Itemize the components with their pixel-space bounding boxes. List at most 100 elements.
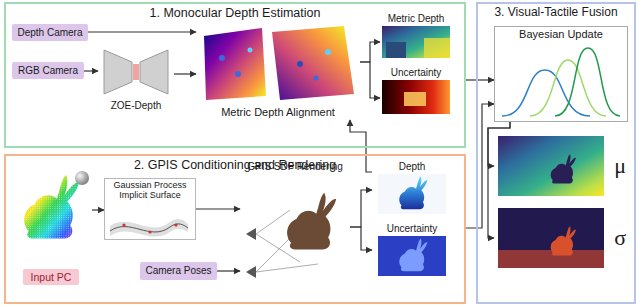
flow-arrow [466,79,494,80]
bunny-cloud [24,175,79,239]
tactile-sensor [75,171,89,185]
flow-arrow [360,42,380,62]
node-label: Depth Camera [17,27,82,39]
result-image: μ [494,134,632,198]
point-marker [314,76,319,81]
fused-mean-image [498,136,604,196]
image-region [424,38,450,58]
node-label: σ [614,225,626,250]
figure-block: Uncertainty [380,66,452,116]
figure-block: Bayesian Update [494,26,628,122]
node-label: ZOE-Depth [111,100,162,112]
flow-arrow [174,73,196,74]
node-label: Input PC [23,269,80,285]
network-icon [104,50,168,94]
alignment-images [204,26,354,100]
figure-block: ZOE-Depth [98,44,174,112]
node-label: Camera Poses [145,265,211,277]
bottleneck-shape [133,64,139,80]
image [498,208,604,268]
node-label: Uncertainty [387,223,438,235]
depth-image [272,26,354,100]
node-label: μ [614,153,626,178]
point-marker [297,61,303,67]
flow-arrow [84,70,98,71]
image-region [498,250,604,268]
result-image: σ [494,206,632,270]
point-cloud [24,171,89,239]
bunny-std [551,226,576,255]
prior-curve [502,70,590,116]
sample-point [174,223,177,226]
node-label: Metric Depth [388,13,445,25]
bunny-points [24,175,79,239]
point-marker [219,55,225,61]
point-marker [325,49,331,55]
node-label: Uncertainty [391,67,442,79]
view-ray [256,236,292,272]
bunny-depth [399,177,427,210]
gpis-depth-image [378,174,446,214]
rendering-scene [246,193,336,278]
node-label: Bayesian Update [519,28,603,41]
figure-block: Metric Depth Alignment [196,20,360,120]
bunny-uncertainty [399,239,427,272]
image-region [386,42,406,58]
image-region [404,92,426,106]
input-tag: RGB Camera [12,62,84,79]
sample-point [148,230,151,233]
node-label: Metric Depth Alignment [221,106,335,119]
stage-panel: 2. GPIS Conditioning and RenderingInput … [4,154,466,304]
flow-arrow [88,31,196,32]
figure-block: Input PC [10,164,92,286]
figure-block: Uncertainty [372,222,452,278]
bunny-mean [551,154,576,183]
flow-arrow [350,190,372,227]
figure-block: Metric Depth [380,12,452,60]
image [498,136,604,196]
flow-arrow [488,122,510,238]
node-label: RGB Camera [18,65,78,77]
flow-arrow [350,120,372,172]
gpis-uncertainty-image [378,236,446,276]
image [378,174,446,214]
figure-block: GPIS SDF Rendering [240,160,350,290]
input-tag: Camera Poses [140,262,217,280]
node-label: GPIS SDF Rendering [247,161,343,173]
stage-panel: 1. Monocular Depth EstimationDepth Camer… [4,2,466,148]
decoder-shape [140,50,168,94]
flow-arrow [350,227,372,250]
node-label: Gaussian Process Implicit Surface [108,180,192,201]
panel-title: 3. Visual-Tactile Fusion [494,6,617,20]
image [378,236,446,276]
flow-arrow [92,209,104,210]
figure-block: Depth [372,160,452,216]
node-label: Depth [399,161,426,173]
depth-image [204,28,266,100]
image [382,80,450,114]
gaussian-curves [502,48,620,116]
camera-icon [246,228,256,240]
view-ray [256,210,290,234]
confidence-band [110,219,188,237]
posterior-curve [555,48,620,116]
figure-block: Gaussian Process Implicit Surface [104,178,196,240]
fused-std-image [498,208,604,268]
uncertainty-image [382,80,450,114]
view-ray [256,264,318,272]
point-marker [235,71,241,77]
bunny-render [287,193,336,250]
likelihood-curve [530,60,606,116]
encoder-shape [104,50,132,94]
metric-depth-image [382,26,450,58]
flow-arrow [360,62,380,98]
stage-panel: 3. Visual-Tactile FusionBayesian Update μ… [476,2,636,304]
gp-plot [110,219,188,237]
input-tag: Depth Camera [12,24,88,41]
panel-title: 1. Monocular Depth Estimation [150,6,321,20]
image [382,26,450,58]
sample-point [122,223,125,226]
flow-arrow [217,270,240,271]
camera-icon [246,266,256,278]
